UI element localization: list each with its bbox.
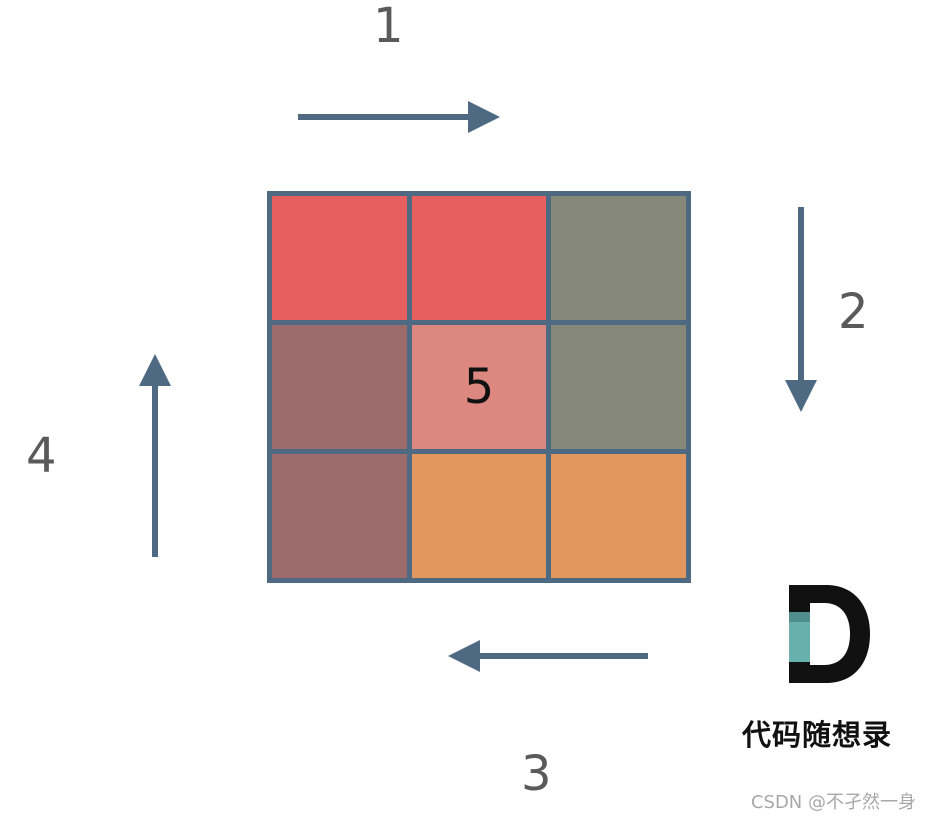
grid-cell-1-2 (411, 196, 547, 320)
step-label-2: 2 (838, 284, 869, 340)
letter-d-logo-icon (789, 585, 870, 683)
step-label-1: 1 (373, 0, 404, 54)
grid-cell-1-3 (551, 196, 686, 320)
arrow-right-icon (298, 101, 500, 133)
watermark: CSDN @不孑然一身 (750, 792, 916, 813)
arrow-left-icon (448, 640, 648, 672)
grid-cell-1-1 (272, 196, 407, 320)
grid-cell-3-3 (551, 454, 686, 578)
arrow-up-icon (139, 354, 171, 557)
grid-cell-center: 5 (411, 325, 547, 449)
arrow-down-icon (785, 207, 817, 412)
grid-cell-3-2 (411, 454, 547, 578)
grid-cell-3-1 (272, 454, 407, 578)
step-label-4: 4 (26, 428, 57, 484)
grid-cell-2-1 (272, 325, 407, 449)
logo-brand-name: 代码随想录 (742, 718, 893, 752)
grid-cell-2-3 (551, 325, 686, 449)
spiral-grid: 5 (267, 191, 691, 583)
step-label-3: 3 (521, 746, 552, 802)
